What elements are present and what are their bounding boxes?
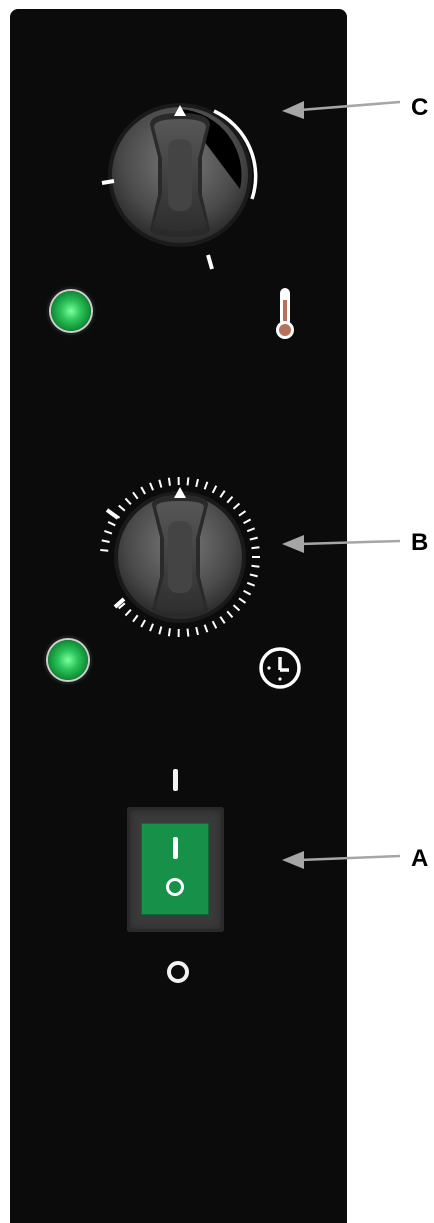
- timer-tick: [239, 598, 246, 603]
- timer-tick: [141, 620, 145, 627]
- control-panel: [10, 9, 347, 1223]
- timer-tick: [244, 519, 251, 523]
- timer-tick: [141, 487, 145, 494]
- timer-tick: [251, 566, 259, 567]
- thermometer-icon: [273, 286, 297, 342]
- timer-tick: [196, 479, 198, 487]
- clock-icon: [255, 643, 305, 693]
- timer-tick: [213, 486, 217, 493]
- timer-tick: [239, 511, 246, 516]
- heating-indicator-light: [51, 291, 91, 331]
- timer-tick: [247, 583, 254, 586]
- timer-tick: [234, 605, 240, 610]
- switch-off-marking: [167, 961, 189, 983]
- timer-tick: [196, 627, 198, 635]
- timer-tick: [250, 574, 258, 576]
- callout-leader-b: [280, 527, 410, 561]
- timer-tick: [244, 591, 251, 595]
- timer-tick: [108, 522, 115, 526]
- timer-tick: [234, 503, 240, 508]
- rocker-off-symbol: [166, 878, 184, 896]
- timer-knob[interactable]: [88, 457, 288, 657]
- timer-tick: [250, 538, 258, 540]
- power-switch-housing: [127, 807, 224, 932]
- timer-tick: [188, 477, 189, 485]
- timer-tick: [227, 611, 232, 617]
- timer-tick: [150, 624, 153, 631]
- timer-tick: [102, 540, 110, 542]
- callout-leader-a: [280, 843, 410, 877]
- timer-tick: [188, 629, 189, 637]
- power-rocker-switch[interactable]: [141, 823, 209, 915]
- timer-tick: [150, 483, 153, 490]
- timer-tick: [133, 615, 138, 621]
- timer-tick: [247, 528, 254, 531]
- timer-tick: [133, 492, 138, 498]
- timer-tick: [119, 506, 125, 511]
- timer-tick: [159, 480, 161, 488]
- timer-tick: [251, 547, 259, 548]
- timer-tick: [100, 550, 108, 551]
- timer-tick: [205, 625, 208, 633]
- callout-label-c: C: [411, 94, 428, 122]
- timer-tick: [227, 497, 232, 503]
- timer-tick: [125, 498, 130, 504]
- timer-tick: [220, 617, 224, 624]
- switch-on-marking: [173, 769, 178, 791]
- timer-tick: [125, 610, 130, 616]
- callout-leader-c: [280, 92, 410, 126]
- timer-tick: [104, 531, 112, 534]
- timer-tick: [169, 478, 170, 486]
- timer-tick: [159, 627, 161, 635]
- timer-tick: [169, 628, 170, 636]
- thermostat-knob[interactable]: [88, 97, 288, 277]
- callout-label-a: A: [411, 845, 428, 873]
- timer-tick: [220, 491, 224, 498]
- callout-label-b: B: [411, 529, 428, 557]
- timer-tick: [205, 482, 208, 490]
- rocker-on-symbol: [173, 837, 178, 859]
- timer-indicator-light: [48, 640, 88, 680]
- timer-tick: [213, 621, 217, 628]
